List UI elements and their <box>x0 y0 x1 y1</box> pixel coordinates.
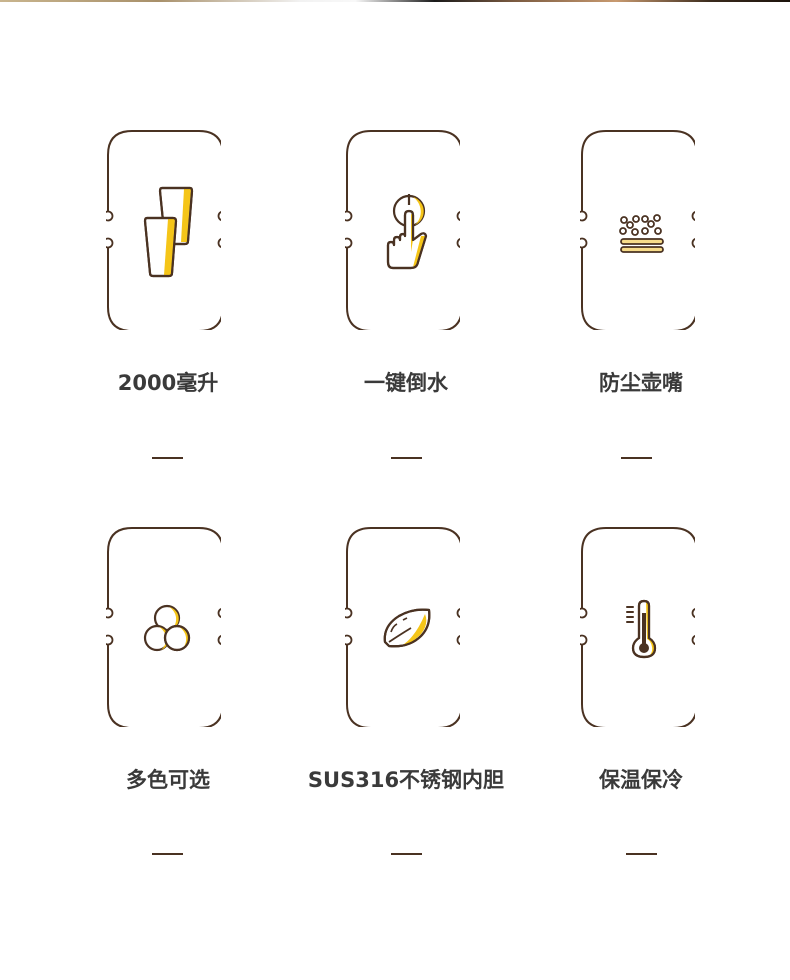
leaf-icon <box>383 608 431 648</box>
feature-label: 一键倒水 <box>364 371 448 395</box>
divider-dash <box>152 457 183 459</box>
color-circles-icon <box>143 604 191 652</box>
divider-dash <box>621 457 652 459</box>
feature-label: 2000毫升 <box>117 371 219 395</box>
thermometer-icon <box>626 599 657 659</box>
dust-filter-icon <box>619 214 664 253</box>
feature-label: 防尘壶嘴 <box>599 371 683 395</box>
divider-dash <box>626 853 657 855</box>
feature-label: SUS316不锈钢内胆 <box>307 768 505 792</box>
feature-label: 多色可选 <box>126 768 210 792</box>
divider-dash <box>152 853 183 855</box>
feature-label: 保温保冷 <box>599 768 683 792</box>
divider-dash <box>391 853 422 855</box>
finger-press-icon <box>386 194 428 270</box>
top-gradient-bar <box>0 0 790 2</box>
divider-dash <box>391 457 422 459</box>
cups-icon <box>143 186 194 278</box>
